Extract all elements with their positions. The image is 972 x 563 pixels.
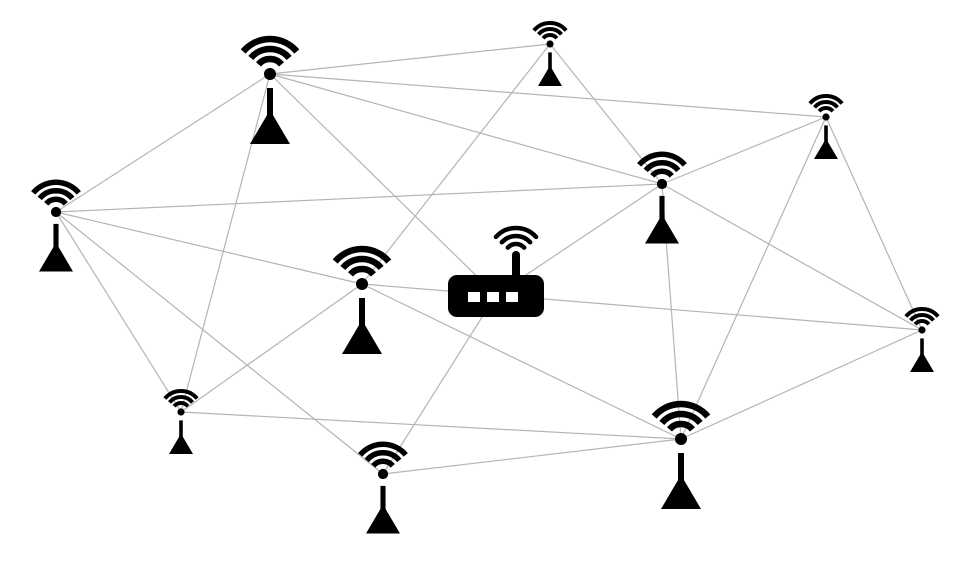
wifi-tower-icon [332, 245, 392, 354]
link-ap-top-left--ap-lower-left [180, 73, 271, 413]
wifi-tower-icon [163, 389, 199, 454]
link-ap-left--ap-lower-left [55, 211, 182, 413]
link-ap-top-left--ap-top-right [269, 73, 827, 118]
wifi-tower-icon [637, 151, 687, 244]
wifi-tower-icon [904, 307, 940, 372]
link-ap-top-right--ap-far-right [825, 116, 923, 331]
router-icon [448, 225, 544, 317]
link-ap-top-right--ap-bottom-right [680, 116, 827, 440]
link-ap-top-center--ap-center [361, 43, 551, 285]
wifi-tower-icon [651, 400, 711, 509]
link-ap-top-left--router [269, 73, 497, 296]
wifi-tower-icon [240, 35, 300, 144]
network-nodes [31, 21, 940, 534]
link-ap-center--ap-bottom-right [361, 283, 682, 440]
link-ap-center--ap-lower-left [180, 283, 363, 413]
link-ap-left--ap-right-upper [55, 183, 663, 213]
link-ap-far-right--ap-bottom-right [680, 329, 923, 440]
wifi-tower-icon [31, 179, 81, 272]
wifi-tower-icon [358, 441, 408, 534]
link-ap-lower-left--ap-bottom-right [180, 411, 682, 440]
link-ap-left--ap-bottom-center [55, 211, 384, 475]
wifi-tower-icon [532, 21, 568, 86]
link-ap-bottom-center--ap-bottom-right [382, 438, 682, 475]
link-ap-right-upper--ap-far-right [661, 183, 923, 331]
link-ap-top-left--ap-right-upper [269, 73, 663, 185]
network-links [55, 43, 923, 475]
link-router--ap-bottom-center [382, 294, 497, 475]
link-ap-top-left--ap-top-center [269, 43, 551, 75]
link-router--ap-far-right [495, 294, 923, 331]
link-ap-top-right--ap-right-upper [661, 116, 827, 185]
link-ap-left--ap-center [55, 211, 363, 285]
wifi-tower-icon [808, 94, 844, 159]
link-ap-top-left--ap-left [55, 73, 271, 213]
